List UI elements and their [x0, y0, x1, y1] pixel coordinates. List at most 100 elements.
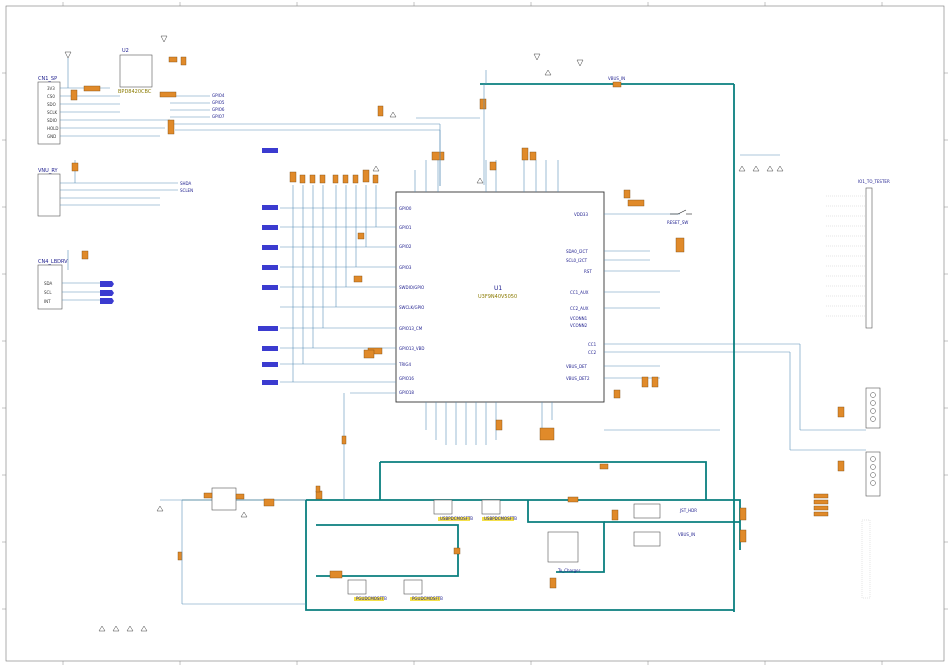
mcu-left-pins: GPIO0 GPIO1 GPIO2 GPIO3 SWDIO/GPIO SWCLK… — [398, 206, 425, 395]
svg-text:VBUS_DET: VBUS_DET — [566, 364, 588, 369]
svg-text:RST: RST — [584, 269, 592, 274]
charger-label: To_Charger — [557, 568, 581, 573]
ldo-parts — [177, 492, 275, 561]
mcu-left-wires — [280, 185, 396, 394]
svg-text:SDO: SDO — [47, 102, 56, 107]
svg-text:SCL0_I2CT: SCL0_I2CT — [566, 258, 588, 263]
svg-text:SCLK: SCLK — [47, 110, 58, 115]
u2-flash[interactable]: U2 BPD8420CBC — [118, 48, 153, 95]
svg-text:GPIO0: GPIO0 — [399, 206, 412, 211]
ldo-pin-scl: SCL — [44, 290, 52, 295]
right-parts — [613, 189, 685, 399]
cn4-label: CN4_LBDRV — [38, 259, 68, 265]
svg-text:SDIO: SDIO — [47, 118, 57, 123]
svg-text:CS0: CS0 — [47, 94, 55, 99]
svg-text:CC2: CC2 — [588, 350, 597, 355]
svg-text:VCONN1: VCONN1 — [570, 316, 588, 321]
net-gpio4: GPIO4 — [212, 93, 225, 98]
mcu-u1[interactable]: U1 U3F9N40V5050 — [395, 191, 605, 403]
usbpd2-label: USBPDCMOSFTB — [484, 516, 517, 521]
bottom-gnds — [98, 505, 248, 632]
svg-text:3V3: 3V3 — [47, 86, 55, 91]
usbpd3-label: PGUDCMOSFTB — [356, 596, 387, 601]
top-right-gnds — [738, 165, 784, 172]
power-mosfets — [347, 499, 661, 595]
svg-text:CC1: CC1 — [588, 342, 597, 347]
svg-text:VBUS_DET2: VBUS_DET2 — [566, 376, 590, 381]
usbpd4-label: PGUDCMOSFTB — [412, 596, 443, 601]
mcu-part: U3F9N40V5050 — [478, 294, 517, 300]
power-gnds — [372, 53, 584, 184]
svg-text:CC2_AUX: CC2_AUX — [570, 306, 589, 311]
net-gpio7: GPIO7 — [212, 114, 225, 119]
svg-text:GPIO13_CM: GPIO13_CM — [399, 326, 423, 331]
svg-text:VDD33: VDD33 — [574, 212, 588, 217]
vnu-cap — [71, 162, 79, 172]
header-j1[interactable] — [865, 387, 881, 429]
mcu-bottom-stubs — [425, 402, 553, 445]
svg-text:GPIO18: GPIO18 — [399, 390, 414, 395]
vnu-wires — [60, 160, 178, 206]
net-sda: SHDA — [180, 181, 192, 186]
usbpd-labels: USBPDCMOSFTB USBPDCMOSFTB PGUDCMOSFTB PG… — [354, 516, 517, 601]
tester-pins — [826, 195, 866, 317]
svg-text:CC1_AUX: CC1_AUX — [570, 290, 589, 295]
u2-ref: U2 — [122, 48, 129, 54]
offpage-gpio-top: GPIO4 GPIO5 GPIO6 GPIO7 — [212, 93, 225, 119]
bottom-right-pins — [861, 519, 871, 599]
svg-text:SWDIO/GPIO: SWDIO/GPIO — [399, 285, 424, 290]
svg-text:GPIO3: GPIO3 — [399, 265, 412, 270]
connector-cn4-lbdrv[interactable]: CN4_LBDRV SDA SCL INT — [37, 259, 68, 310]
svg-text:TRIG4: TRIG4 — [398, 362, 412, 367]
vbus-label: VBUS_IN — [608, 76, 625, 81]
svg-text:GND: GND — [47, 134, 56, 139]
svg-text:GPIO13_VBD: GPIO13_VBD — [399, 346, 425, 351]
net-gpio6: GPIO6 — [212, 107, 225, 112]
vbus-right-label: VBUS_IN — [678, 532, 695, 537]
cn4-offpage — [100, 281, 114, 304]
net-gpio5: GPIO5 — [212, 100, 225, 105]
mcu-right-wires — [604, 154, 866, 451]
svg-text:GPIO1: GPIO1 — [399, 225, 412, 230]
jst-right-label: JST_HDR — [679, 508, 697, 513]
pullup-resistors — [289, 98, 537, 355]
svg-text:SDA0_I2CT: SDA0_I2CT — [566, 249, 588, 254]
cn4-wires — [62, 250, 100, 301]
ldo-wires — [160, 393, 345, 605]
mcu-ref: U1 — [494, 285, 502, 292]
vbus-rail: VBUS_IN — [480, 76, 735, 612]
mcu-right-pins: VDD33 SDA0_I2CT SCL0_I2CT RST CC1_AUX CC… — [566, 212, 597, 381]
svg-text:GPIO2: GPIO2 — [399, 244, 412, 249]
ldo-pin-sda: SDA — [44, 281, 53, 286]
tester-label: IO1_TO_TESTER — [858, 179, 890, 184]
cn1-wires — [60, 58, 440, 137]
sheet-border — [5, 5, 945, 662]
svg-text:SWCLK/GPIO: SWCLK/GPIO — [399, 305, 424, 310]
ldo-pin-int: INT — [44, 299, 51, 304]
ldo-regulator[interactable] — [211, 487, 237, 511]
svg-text:VCONN2: VCONN2 — [570, 323, 588, 328]
reset-switch-icon — [670, 209, 692, 215]
tester-connector[interactable]: IO1_TO_TESTER — [858, 179, 890, 329]
mcu-top-stubs — [414, 160, 559, 192]
u2-part: BPD8420CBC — [118, 89, 152, 95]
usbpd1-label: USBPDCMOSFTB — [440, 516, 473, 521]
svg-text:HOLD: HOLD — [47, 126, 58, 131]
reset-label: RESET_SW — [667, 220, 688, 225]
top-left-parts — [64, 35, 187, 135]
header-j2[interactable] — [865, 451, 881, 497]
vbus-drops — [416, 70, 487, 186]
vnu-ry-label: VNU_RY — [38, 168, 58, 174]
offpage-left — [258, 148, 278, 385]
cn4-cap — [81, 250, 89, 260]
bottom-pads — [315, 435, 347, 493]
connector-vnu-ry[interactable]: VNU_RY — [37, 168, 61, 217]
header-resistors — [813, 406, 845, 517]
power-components — [315, 349, 747, 589]
cn1-sp-label: CN1_SP — [38, 76, 57, 82]
net-scl: SCLEN — [180, 188, 193, 193]
svg-text:GPIO16: GPIO16 — [399, 376, 414, 381]
